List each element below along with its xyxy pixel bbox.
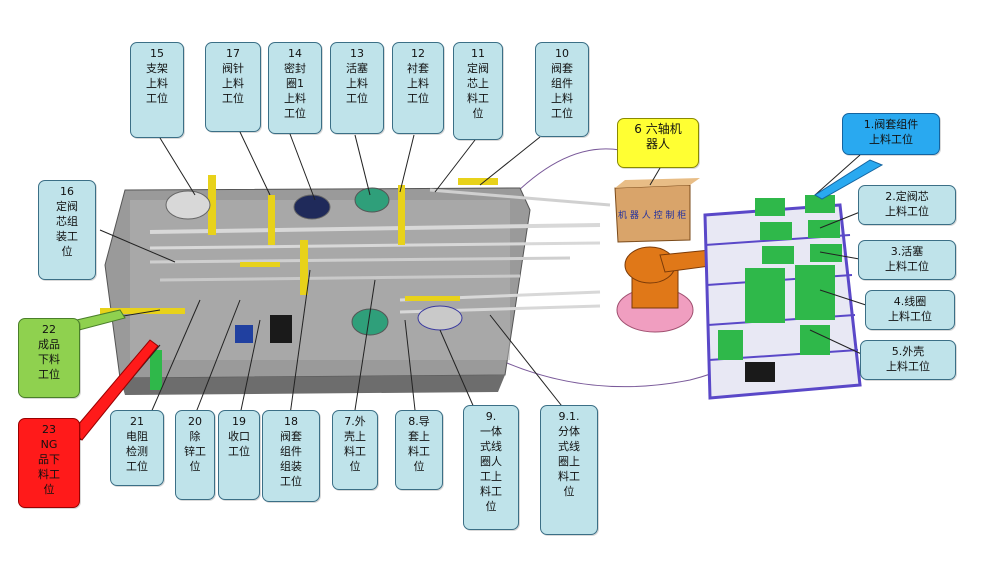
tray-5a bbox=[718, 330, 743, 360]
callout-12: 12 衬套 上料 工位 bbox=[392, 42, 444, 134]
robot-controller-top bbox=[615, 178, 700, 188]
callout-13: 13 活塞 上料 工位 bbox=[330, 42, 384, 134]
green-chute-22 bbox=[150, 350, 162, 390]
tray-1a bbox=[755, 198, 785, 216]
callout-23: 23 NG 品下 料工 位 bbox=[18, 418, 80, 508]
tray-5b bbox=[800, 325, 830, 355]
callout-1-pointer bbox=[814, 159, 884, 200]
callout-17: 17 阀针 上料 工位 bbox=[205, 42, 261, 132]
rail-7 bbox=[429, 188, 611, 207]
yellow-cylinder-5 bbox=[458, 178, 498, 185]
callout-9: 9. 一体 式线 圈人 工上 料工 位 bbox=[463, 405, 519, 530]
callout-6-robot: 6 六轴机 器人 bbox=[617, 118, 699, 168]
machine-base-front bbox=[120, 375, 505, 395]
callout-22: 22 成品 下料 工位 bbox=[18, 318, 80, 398]
rail-2 bbox=[149, 241, 601, 250]
callout-15: 15 支架 上料 工位 bbox=[130, 42, 184, 138]
callout-11: 11 定阀 芯上 料工 位 bbox=[453, 42, 503, 140]
yellow-cylinder-3 bbox=[300, 240, 308, 295]
callout-8: 8.导 套上 料工 位 bbox=[395, 410, 443, 490]
bowl-feeder-15 bbox=[165, 190, 211, 220]
tray-4a bbox=[745, 268, 785, 323]
coil-plate-9 bbox=[417, 305, 463, 331]
callout-16: 16 定阀 芯组 装工 位 bbox=[38, 180, 96, 280]
bowl-feeder-13 bbox=[354, 187, 390, 213]
callout-19: 19 收口 工位 bbox=[218, 410, 260, 500]
bowl-feeder-7 bbox=[351, 308, 389, 336]
robot-box-label: 机 器 人 控 制 柜 bbox=[618, 209, 686, 221]
rail-1 bbox=[149, 223, 601, 234]
yellow-cylinder-6 bbox=[100, 308, 185, 314]
rail-4 bbox=[159, 274, 521, 282]
tray-3a bbox=[762, 246, 794, 264]
yellow-cylinder-7 bbox=[240, 262, 280, 267]
callout-21: 21 电阻 检测 工位 bbox=[110, 410, 164, 486]
yellow-cylinder-2 bbox=[268, 195, 275, 245]
bowl-feeder-14 bbox=[293, 194, 331, 220]
callout-9-1: 9.1. 分体 式线 圈上 料工 位 bbox=[540, 405, 598, 535]
blue-block-19 bbox=[235, 325, 253, 343]
callout-18: 18 阀套 组件 组装 工位 bbox=[262, 410, 320, 502]
yellow-cylinder-4 bbox=[398, 185, 405, 245]
callout-3: 3.活塞 上料工位 bbox=[858, 240, 956, 280]
tray-2a bbox=[760, 222, 792, 240]
callout-4: 4.线圈 上料工位 bbox=[865, 290, 955, 330]
callout-10: 10 阀套 组件 上料 工位 bbox=[535, 42, 589, 137]
callout-2: 2.定阀芯 上料工位 bbox=[858, 185, 956, 225]
callout-14: 14 密封 圈1 上料 工位 bbox=[268, 42, 322, 134]
yellow-cylinder-1 bbox=[208, 175, 216, 235]
tray-2b bbox=[808, 220, 840, 238]
yellow-cylinder-8 bbox=[405, 296, 460, 301]
rail-3 bbox=[149, 256, 571, 264]
callout-1: 1.阀套组件 上料工位 bbox=[842, 113, 940, 155]
callout-20: 20 除 锌工 位 bbox=[175, 410, 215, 500]
tray-1b bbox=[805, 195, 835, 213]
black-block-19 bbox=[270, 315, 292, 343]
callout-7: 7.外 壳上 料工 位 bbox=[332, 410, 378, 490]
rack-cabinet bbox=[745, 362, 775, 382]
callout-5: 5.外壳 上料工位 bbox=[860, 340, 956, 380]
